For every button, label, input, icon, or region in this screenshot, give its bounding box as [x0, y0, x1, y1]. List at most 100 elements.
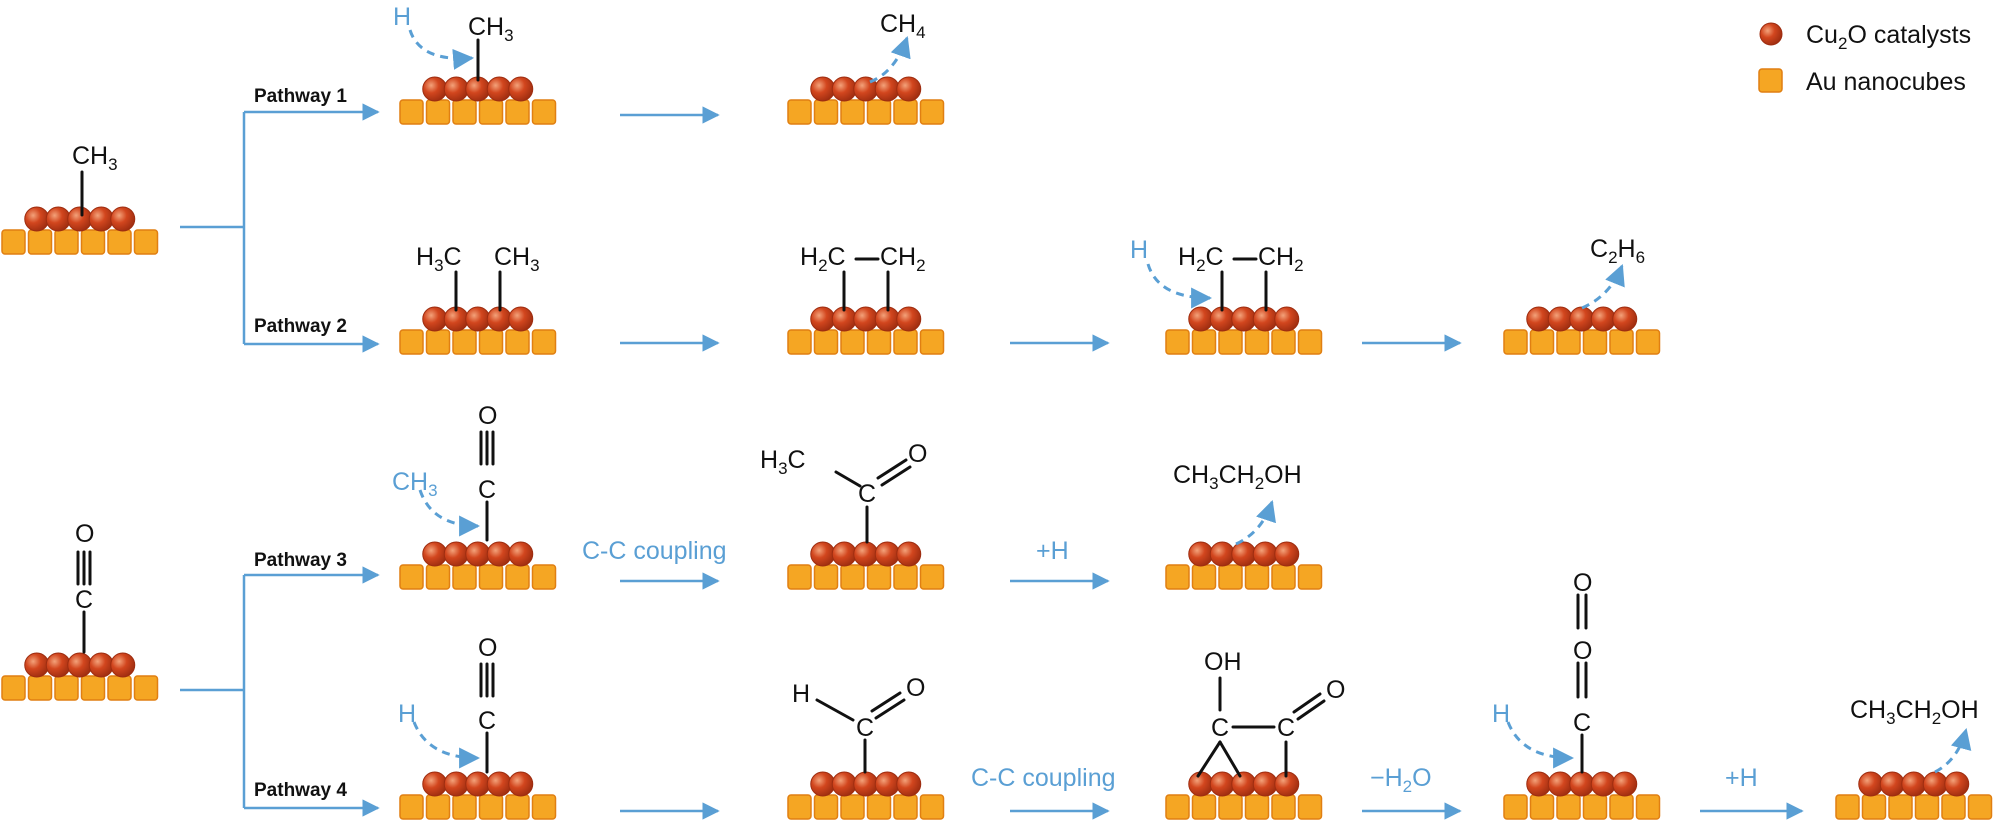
cu2o-sphere — [853, 541, 879, 567]
au-nanocube — [840, 329, 865, 355]
au-nanocube — [1914, 794, 1940, 820]
catalyst-surface-p1-a — [399, 76, 557, 125]
au-nanocube — [27, 229, 53, 255]
p3-acetyl-o-label: O — [908, 440, 927, 468]
au-nanocube — [1529, 794, 1555, 820]
au-nanocube — [452, 329, 477, 355]
p4-co2-c-label: C — [1573, 709, 1591, 737]
au-nanocube — [531, 794, 557, 820]
au-nanocube — [1165, 794, 1190, 820]
cu2o-sphere — [486, 541, 512, 567]
au-nanocube — [1, 675, 26, 701]
p4-h-label-2: H — [1492, 700, 1510, 728]
cu2o-sphere — [1944, 771, 1970, 797]
cu2o-sphere — [1922, 771, 1948, 797]
au-nanocube — [866, 794, 892, 820]
au-nanocube — [1191, 794, 1217, 820]
au-nanocube — [840, 794, 865, 820]
p4-formyl-c-label: C — [856, 714, 874, 742]
cu2o-sphere — [831, 541, 857, 567]
au-nanocube — [1297, 564, 1323, 590]
au-nanocube — [1271, 329, 1296, 355]
p2-c2h6-label: C2H6 — [1590, 235, 1645, 267]
cu2o-sphere — [1188, 306, 1214, 332]
cu2o-sphere — [1252, 771, 1278, 797]
au-nanocube — [1556, 794, 1581, 820]
molecule-labels: CH3 H CH3 CH4 H3C CH3 H2C CH2 H H2C CH2 … — [72, 3, 1979, 742]
au-nanocube — [1503, 794, 1528, 820]
cu2o-sphere — [1879, 771, 1905, 797]
p2-h-addition-arrow — [1146, 263, 1213, 309]
au-nanocube — [531, 99, 557, 125]
cu2o-sphere — [874, 541, 900, 567]
au-nanocube — [893, 329, 918, 355]
au-nanocube — [1218, 329, 1243, 355]
catalyst-surface-p2-d — [1503, 306, 1661, 355]
cu2o-sphere — [896, 306, 922, 332]
cu2o-sphere — [1231, 771, 1257, 797]
au-nanocube — [1503, 329, 1528, 355]
cu2o-sphere — [810, 76, 836, 102]
cu2o-sphere — [1274, 541, 1300, 567]
cu2o-sphere — [88, 652, 114, 678]
au-nanocube — [1582, 794, 1608, 820]
au-nanocube — [787, 564, 812, 590]
cu2o-sphere — [1901, 771, 1927, 797]
au-nanocube — [399, 794, 424, 820]
cu2o-sphere — [110, 652, 136, 678]
au-nanocube — [1244, 794, 1270, 820]
cu2o-sphere — [508, 541, 534, 567]
cu2o-sphere — [810, 541, 836, 567]
cu2o-sphere — [896, 76, 922, 102]
au-nanocube — [1165, 329, 1190, 355]
au-nanocube — [425, 794, 451, 820]
p4-plus-h-label: +H — [1725, 764, 1758, 792]
au-legend-swatch — [1758, 68, 1783, 93]
cu2o-sphere — [486, 76, 512, 102]
au-nanocube — [1271, 564, 1296, 590]
catalyst-surface-p4-a — [399, 771, 557, 820]
cu2o-sphere — [1209, 541, 1235, 567]
au-nanocube — [919, 329, 945, 355]
p3-c-label: C — [478, 476, 496, 504]
p2-ch2-label-2: CH2 — [1258, 243, 1304, 275]
au-nanocube — [787, 329, 812, 355]
au-nanocube — [531, 564, 557, 590]
p4-o-label: O — [478, 634, 497, 662]
au-nanocube — [1191, 564, 1217, 590]
au-nanocube — [813, 794, 839, 820]
au-nanocube — [1556, 329, 1581, 355]
cu2o-sphere — [1274, 306, 1300, 332]
au-nanocube — [399, 329, 424, 355]
cu2o-sphere — [443, 541, 469, 567]
pathway-4-label: Pathway 4 — [254, 780, 347, 801]
cu2o-sphere — [1231, 541, 1257, 567]
p2-ch3-label: CH3 — [494, 243, 540, 275]
au-nanocube — [80, 229, 106, 255]
au-nanocube — [1529, 329, 1555, 355]
au-nanocube — [866, 329, 892, 355]
au-nanocube — [478, 794, 504, 820]
p4-ethanol-label: CH3CH2OH — [1850, 696, 1979, 728]
p2-h3c-label: H3C — [416, 243, 462, 275]
cu2o-sphere — [443, 76, 469, 102]
catalyst-surface-p3-c — [1165, 541, 1323, 590]
cu2o-sphere — [1547, 771, 1573, 797]
cu2o-legend-swatch — [1759, 22, 1783, 46]
p4-ethanol-release-arrow — [1934, 727, 1972, 774]
au-nanocube — [399, 564, 424, 590]
catalyst-surfaces — [1, 76, 1993, 820]
cu2o-sphere — [1569, 771, 1595, 797]
au-nanocube — [813, 329, 839, 355]
cu2o-sphere — [486, 771, 512, 797]
cu2o-sphere — [508, 771, 534, 797]
p4-h-addition-arrow — [412, 721, 481, 769]
au-nanocube — [54, 229, 79, 255]
au-nanocube — [1218, 794, 1243, 820]
au-nanocube — [813, 564, 839, 590]
au-nanocube — [27, 675, 53, 701]
p1-ch4-label: CH4 — [880, 10, 926, 42]
cu2o-sphere — [24, 206, 50, 232]
p2-h-label: H — [1130, 236, 1148, 264]
